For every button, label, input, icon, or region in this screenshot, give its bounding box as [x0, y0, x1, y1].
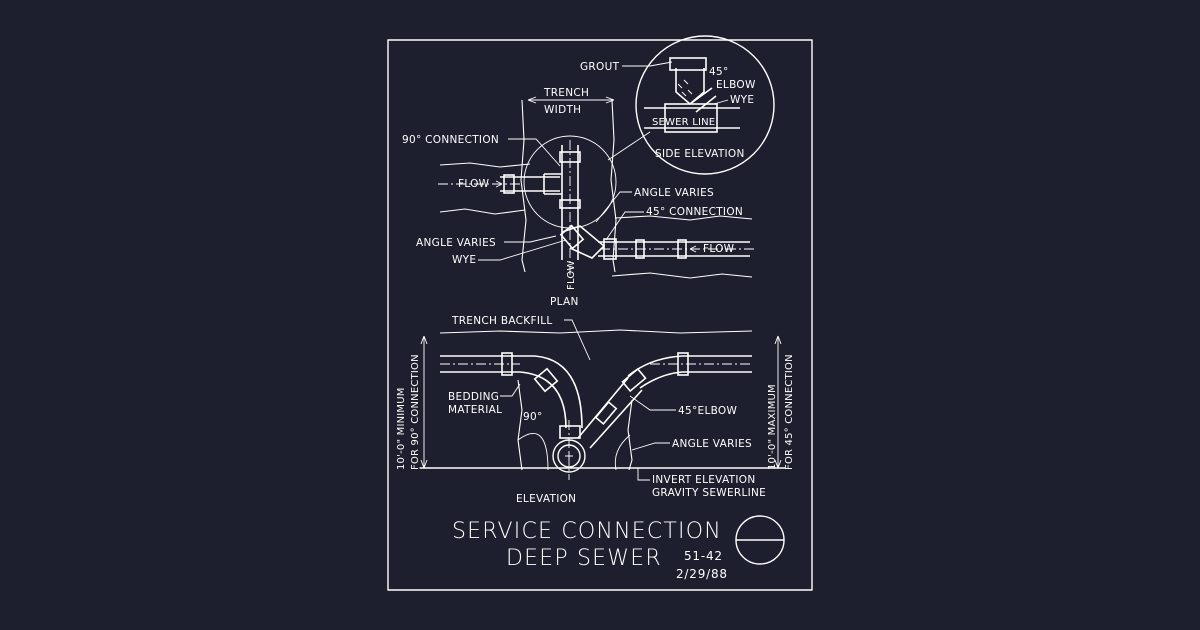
detail-circle: [635, 35, 775, 175]
elevation-bedding-leader: [500, 383, 521, 397]
plan-pipe-coupling-left: [503, 174, 515, 194]
detail-view-label: SIDE ELEVATION: [655, 148, 745, 160]
elevation-trench-right: [627, 399, 633, 471]
drawing-date: 2/29/88: [676, 567, 728, 581]
detail-hatch: [677, 79, 693, 97]
plan-connection-45-label: 45° CONNECTION: [646, 206, 743, 218]
elevation-coupling-right: [677, 352, 689, 376]
elevation-bedding-label-2: MATERIAL: [448, 404, 502, 416]
elevation-angle-varies-leader: [631, 442, 670, 451]
detail-wye-label: WYE: [730, 94, 754, 106]
elevation-view: 10'-0" MINIMUM FOR 90° CONNECTION 10'-0"…: [396, 315, 795, 505]
elevation-ground-surface: [439, 329, 753, 334]
elevation-bend-coupling: [533, 367, 559, 393]
trench-wall-left: [520, 99, 527, 273]
plan-angle-varies-right-label: ANGLE VARIES: [634, 187, 714, 199]
title-line-2: DEEP SEWER: [506, 546, 662, 571]
elevation-right-dim-arrows: [774, 335, 782, 469]
elevation-angle-90-label: 90°: [523, 411, 543, 423]
elevation-trench-backfill-label: TRENCH BACKFILL: [451, 315, 553, 327]
elevation-trench-backfill-leader: [564, 319, 591, 361]
plan-wye-label: WYE: [452, 254, 476, 266]
elevation-right-dim-label-2: FOR 45° CONNECTION: [784, 354, 795, 470]
plan-wye-leader: [478, 239, 567, 261]
plan-sewer-left-ground-bottom: [439, 208, 526, 215]
detail-elbow-deg-label: 45°: [709, 66, 729, 78]
detail-sewer-line-label: SEWER LINE: [652, 117, 715, 128]
elevation-tee: [559, 425, 581, 439]
plan-branch-ground-bottom: [611, 272, 753, 279]
plan-branch-ground-top: [614, 215, 753, 221]
detail-elbow-label: ELBOW: [716, 79, 756, 91]
detail-wye-fitting: [664, 103, 718, 133]
elevation-invert-leader: [637, 468, 650, 481]
elevation-trench-left: [517, 379, 523, 471]
elevation-left-dim-label-1: 10'-0" MINIMUM: [396, 387, 407, 470]
plan-service-pipe-left: [500, 176, 560, 192]
plan-angle-varies-right-leader: [595, 191, 632, 223]
detail-wye-leader: [713, 99, 729, 105]
detail-grout-leader: [622, 61, 673, 67]
elevation-invert-label-2: GRAVITY SEWERLINE: [652, 487, 766, 499]
elevation-elbow-45-label: 45°ELBOW: [678, 405, 737, 417]
plan-view: TRENCH WIDTH FLOW FLOW FLOW 90° CO: [402, 87, 755, 308]
sheet-border: [387, 39, 813, 591]
plan-flow-right-arrow: [689, 245, 700, 253]
elevation-bend-90: [519, 355, 583, 429]
elevation-bedding-arc-left: [517, 433, 549, 471]
elevation-right-dim-label-1: 10'-0" MAXIMUM: [767, 384, 778, 470]
plan-branch-pipe-right: [598, 241, 750, 257]
plan-flow-right-label: FLOW: [703, 243, 735, 255]
elevation-invert-label-1: INVERT ELEVATION: [652, 474, 755, 486]
plan-wye-body: [559, 224, 585, 250]
plan-tee: [543, 173, 562, 195]
elevation-bedding-arc-right: [614, 434, 631, 471]
plan-detail-circle: [523, 135, 617, 229]
plan-connection-45-leader: [605, 211, 644, 241]
detail-grout-label: GROUT: [580, 61, 620, 73]
plan-view-label: PLAN: [550, 296, 579, 308]
drawing-number: 51-42: [684, 549, 723, 563]
plan-flow-left-label: FLOW: [458, 178, 490, 190]
plan-connection-90-label: 90° CONNECTION: [402, 134, 499, 146]
elevation-pipe-left: [440, 355, 535, 373]
elevation-left-dim-label-2: FOR 90° CONNECTION: [410, 354, 421, 470]
plan-angle-varies-left-leader: [504, 235, 557, 243]
detail-sewer-main: [644, 107, 740, 129]
elevation-view-label: ELEVATION: [516, 493, 576, 505]
plan-angle-varies-left-label: ANGLE VARIES: [416, 237, 496, 249]
elevation-angle-varies-label: ANGLE VARIES: [672, 438, 752, 450]
plan-flow-left-arrow: [495, 180, 503, 188]
width-label: WIDTH: [544, 104, 581, 116]
trench-width-arrow-left: [527, 96, 537, 104]
trench-width-arrow-right: [605, 96, 615, 104]
elevation-elbow-45-leader: [629, 395, 676, 411]
plan-sewer-left-ground-top: [439, 162, 531, 168]
title-block: SERVICE CONNECTION DEEP SEWER 51-42 2/29…: [452, 515, 785, 581]
elevation-left-dim-arrows: [420, 335, 428, 469]
elevation-coupling-left: [501, 352, 513, 376]
side-elevation-detail: GROUT 45° ELBOW WYE SEWER LINE SIDE ELEV…: [580, 35, 775, 175]
trench-label: TRENCH: [543, 87, 589, 99]
plan-connection-90-leader: [508, 138, 561, 167]
plan-flow-down-label: FLOW: [566, 260, 577, 290]
elevation-diagonal-coupling: [594, 400, 618, 426]
elevation-bedding-label-1: BEDDING: [448, 391, 499, 403]
elevation-coupling-right-2: [621, 367, 647, 393]
title-line-1: SERVICE CONNECTION: [452, 519, 722, 544]
detail-grout: [669, 57, 707, 71]
